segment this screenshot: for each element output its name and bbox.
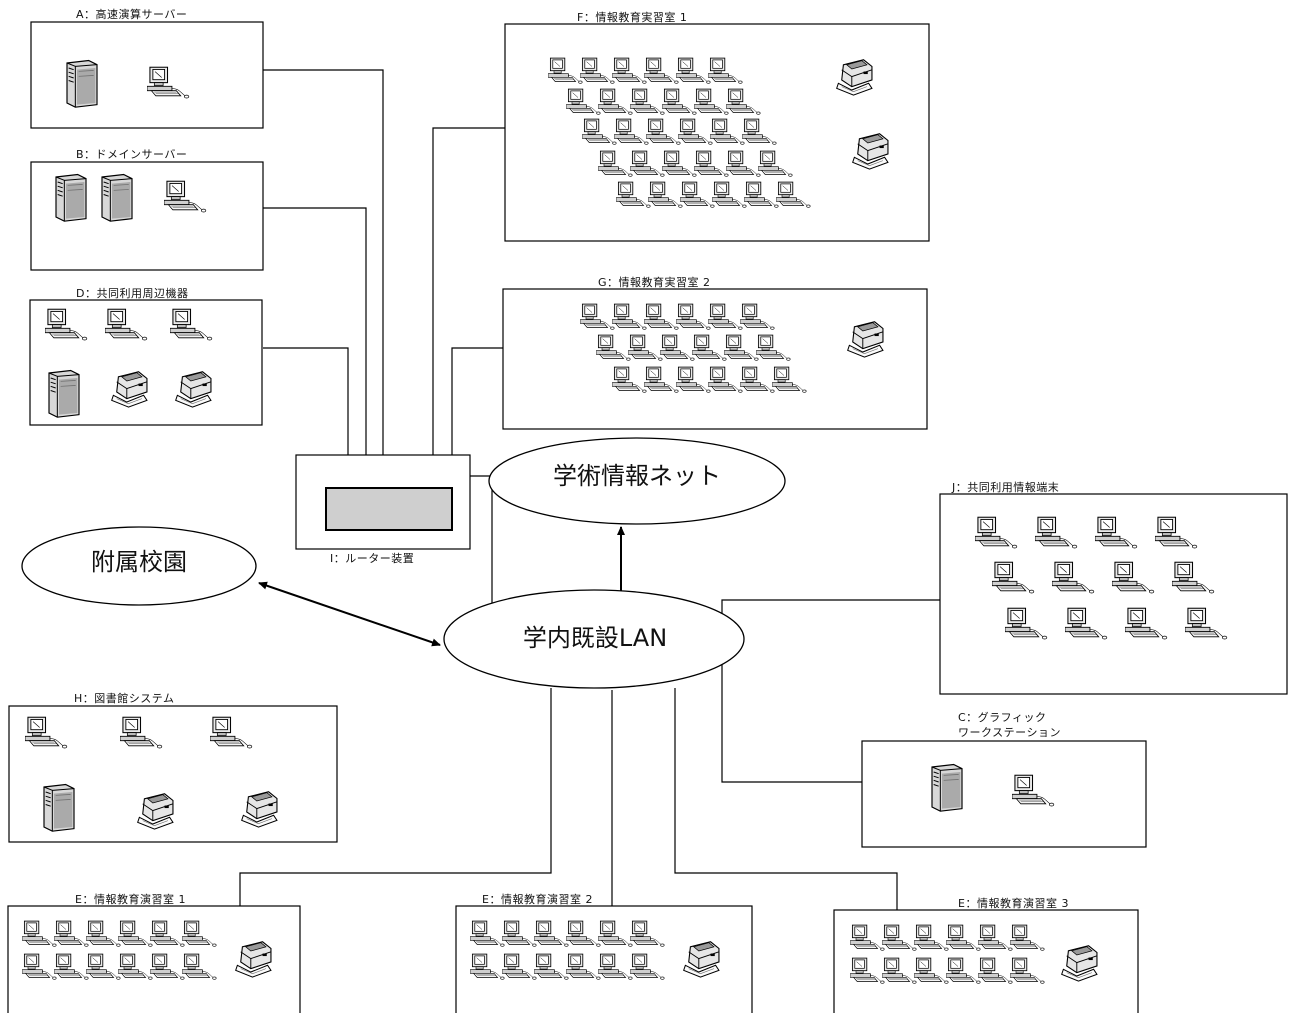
label-f: F：情報教育実習室 1: [577, 11, 687, 24]
label-i: I：ルーター装置: [330, 552, 414, 565]
label-j: J：共同利用情報端末: [952, 481, 1059, 494]
label-b: B：ドメインサーバー: [76, 148, 187, 161]
label-g: G：情報教育実習室 2: [598, 276, 711, 289]
label-e3: E：情報教育演習室 3: [958, 897, 1069, 910]
server-tower-icon: [44, 785, 74, 832]
box-c: [862, 741, 1146, 847]
box-a: [31, 22, 263, 128]
label-a: A：高速演算サーバー: [76, 8, 187, 21]
arrow-fuzoku-lan: [259, 583, 440, 645]
router-panel-icon: [326, 488, 452, 530]
label-campus-lan: 学内既設LAN: [523, 624, 667, 652]
label-fuzoku: 附属校園: [91, 548, 187, 576]
server-tower-icon: [932, 765, 962, 812]
label-h: H：図書館システム: [74, 692, 174, 705]
label-e2: E：情報教育演習室 2: [482, 893, 593, 906]
server-tower-icon: [56, 175, 86, 222]
label-c-line1: C：グラフィック: [958, 711, 1046, 724]
server-tower-icon: [102, 175, 132, 222]
label-d: D：共同利用周辺機器: [76, 287, 188, 300]
label-gakujutsu-net: 学術情報ネット: [553, 462, 721, 490]
label-e1: E：情報教育演習室 1: [75, 893, 186, 906]
server-tower-icon: [49, 371, 79, 418]
server-tower-icon: [67, 61, 97, 108]
label-c-line2: ワークステーション: [958, 726, 1061, 739]
